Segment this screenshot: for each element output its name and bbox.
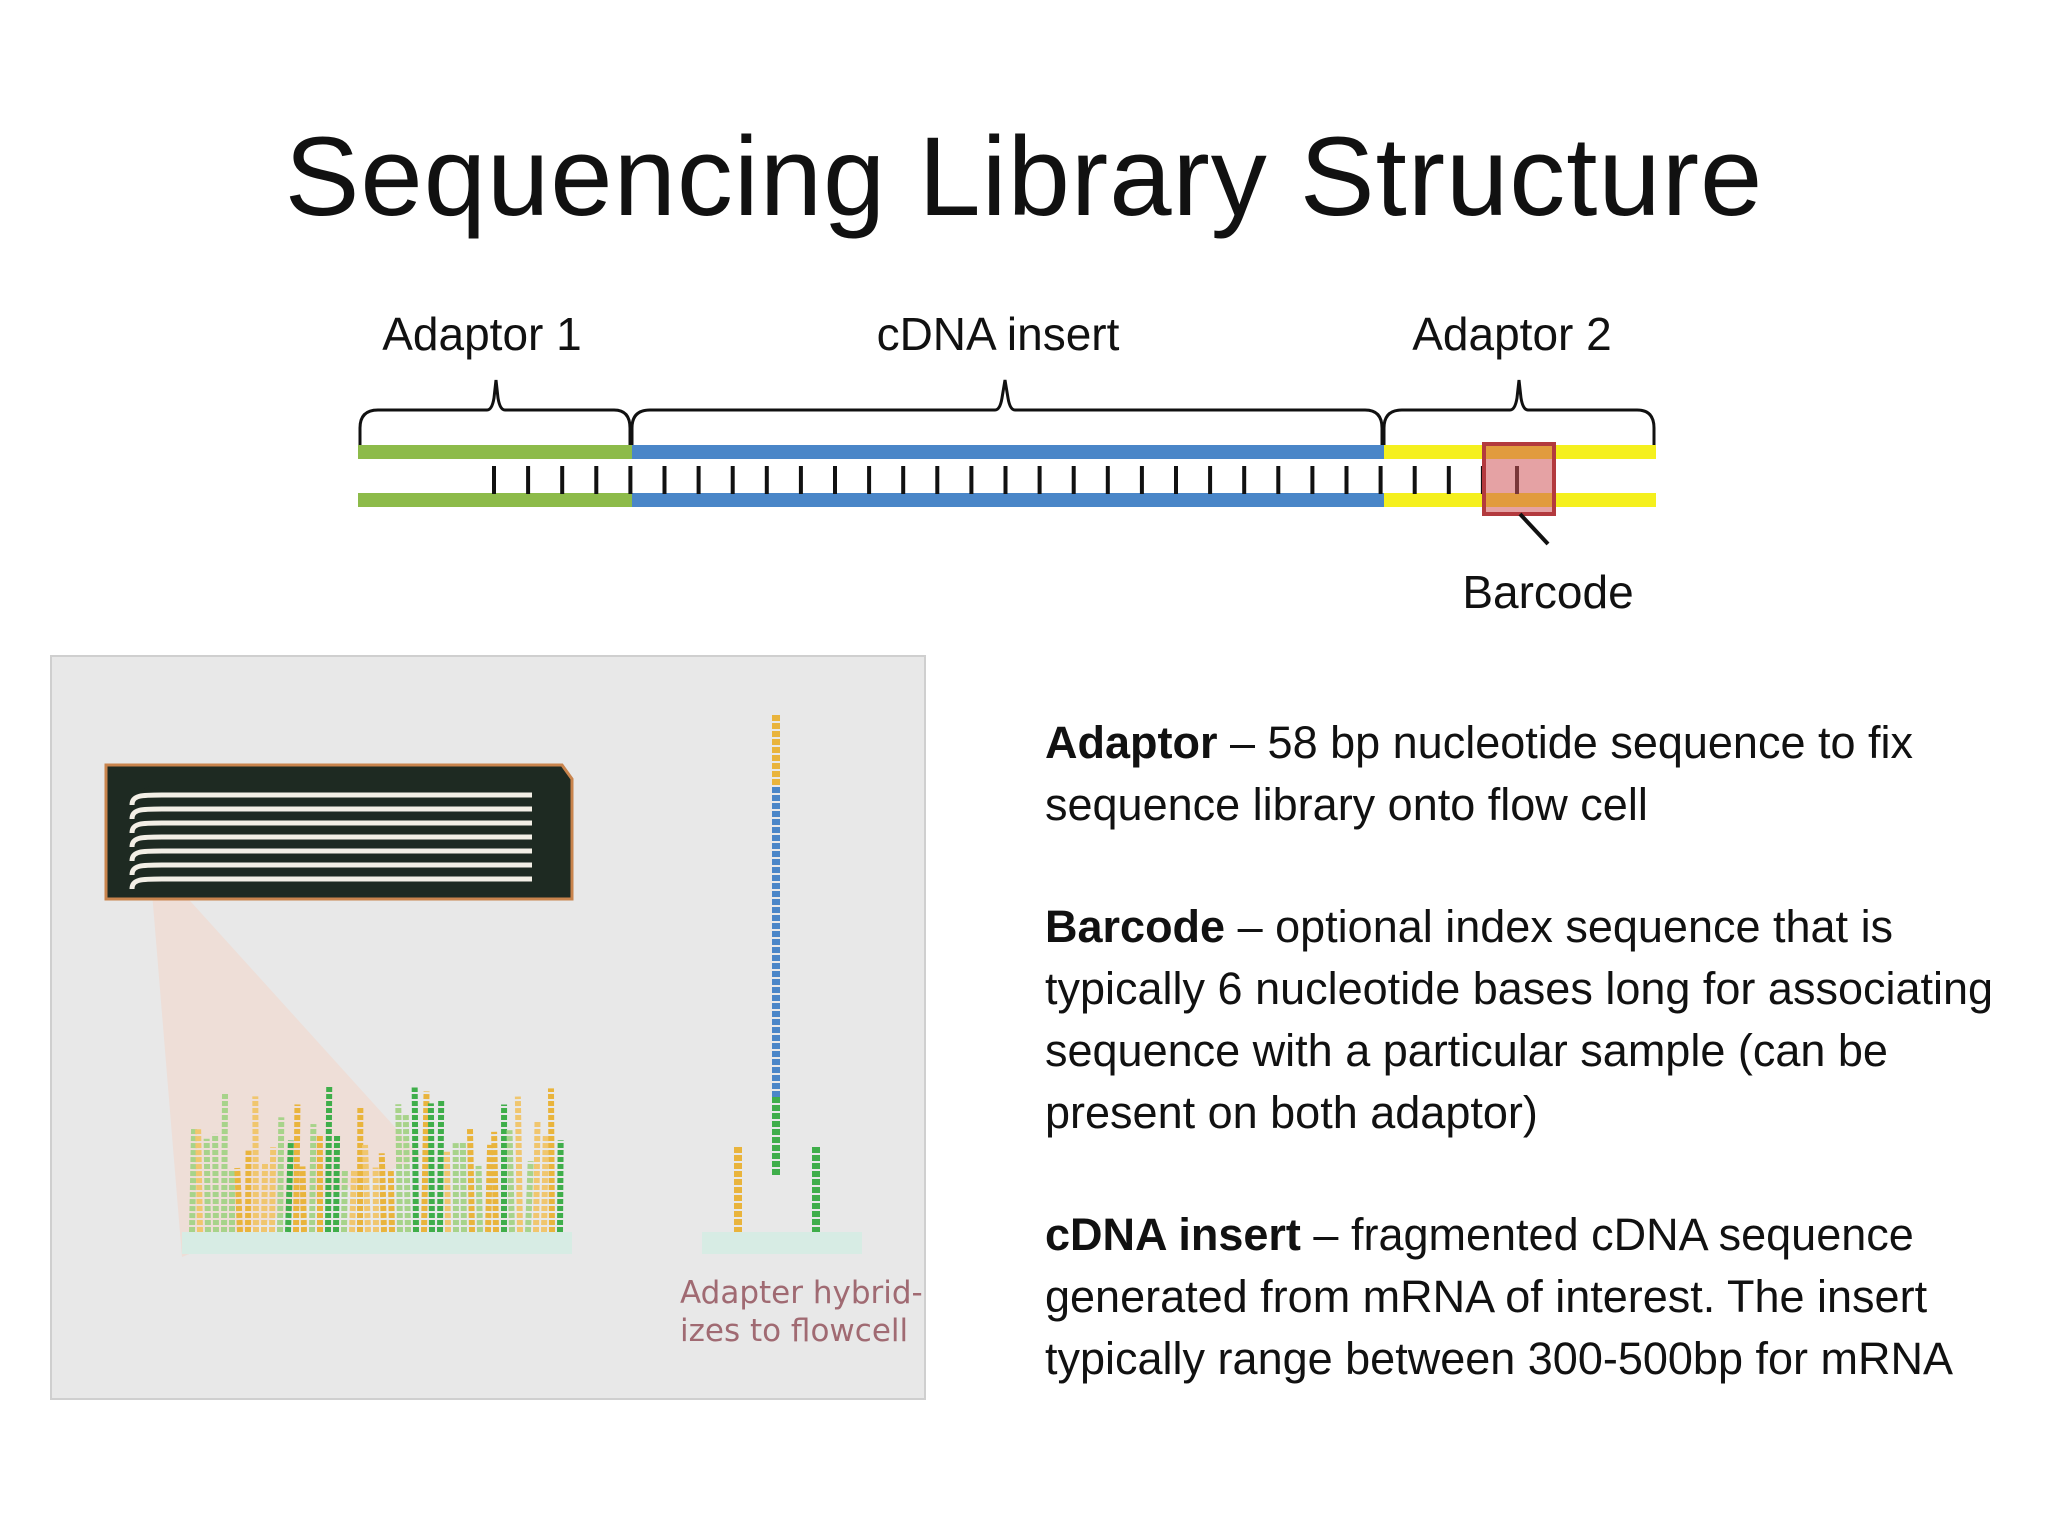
slide-title: Sequencing Library Structure bbox=[284, 114, 1764, 239]
cluster-strand bbox=[547, 1088, 555, 1233]
flowcell-surface bbox=[182, 1232, 572, 1254]
base-pairs bbox=[492, 466, 1519, 494]
cdna-insert-label: cDNA insert bbox=[877, 308, 1120, 360]
adaptor2-label: Adaptor 2 bbox=[1412, 308, 1611, 360]
adaptor1-label: Adaptor 1 bbox=[382, 308, 581, 360]
definition-term: Adaptor bbox=[1045, 717, 1218, 768]
cluster-strand bbox=[189, 1127, 198, 1233]
barcode-pointer bbox=[1518, 512, 1550, 546]
cluster-strand bbox=[437, 1100, 445, 1233]
cluster-strand bbox=[341, 1170, 348, 1233]
cluster-strand bbox=[387, 1169, 395, 1233]
cluster-strand bbox=[427, 1103, 435, 1233]
cluster-strands bbox=[189, 1086, 564, 1233]
cluster-strand bbox=[212, 1133, 219, 1233]
adaptor1-brace bbox=[358, 379, 632, 445]
cluster-strand bbox=[491, 1131, 499, 1233]
cluster-strand bbox=[466, 1127, 475, 1233]
definition-text: optional index sequence that is typicall… bbox=[1045, 901, 1994, 1138]
cluster-strand bbox=[195, 1129, 203, 1233]
cluster-strand bbox=[285, 1140, 294, 1233]
zoom-cone bbox=[152, 892, 422, 1257]
cluster-strand bbox=[252, 1096, 259, 1233]
cluster-strand bbox=[402, 1114, 411, 1233]
cluster-strand bbox=[293, 1104, 301, 1233]
cluster-strand bbox=[525, 1160, 534, 1233]
cluster-strand bbox=[411, 1087, 419, 1233]
cluster-strand bbox=[349, 1168, 358, 1233]
definition-adaptor: Adaptor – 58 bp nucleotide sequence to f… bbox=[1045, 717, 1914, 830]
definition-text: fragmented cDNA sequence generated from … bbox=[1045, 1209, 1953, 1384]
caption-line-2: izes to flowcell bbox=[680, 1313, 909, 1349]
cluster-strand bbox=[299, 1166, 307, 1233]
definition-barcode: Barcode – optional index sequence that i… bbox=[1045, 901, 1994, 1138]
caption-line-1: Adapter hybrid- bbox=[680, 1275, 923, 1311]
strand-bottom-adaptor1 bbox=[358, 493, 632, 507]
flowcell-lane bbox=[129, 876, 532, 890]
flowcell-lane bbox=[129, 806, 532, 820]
adaptor2-brace bbox=[1382, 379, 1656, 445]
cluster-strand bbox=[421, 1091, 430, 1233]
flowcell-chip bbox=[104, 763, 574, 901]
definitions-list: Adaptor – 58 bp nucleotide sequence to f… bbox=[1045, 712, 2005, 1450]
cluster-strand bbox=[221, 1092, 229, 1233]
cluster-strand bbox=[557, 1140, 564, 1233]
cluster-strand bbox=[245, 1150, 252, 1233]
insert-brace bbox=[630, 379, 1384, 445]
flowcell-lane bbox=[129, 820, 532, 834]
cluster-strand bbox=[533, 1121, 541, 1233]
flowcell-lane bbox=[129, 834, 532, 848]
cluster-strand bbox=[475, 1165, 483, 1233]
definition-term: Barcode bbox=[1045, 901, 1226, 952]
definition-cdna-insert: cDNA insert – fragmented cDNA sequence g… bbox=[1045, 1209, 1953, 1384]
cluster-strand bbox=[333, 1135, 341, 1233]
cluster-strand bbox=[506, 1130, 515, 1233]
single-surface bbox=[702, 1232, 862, 1254]
flowcell-lane bbox=[129, 848, 532, 862]
cluster-strand bbox=[261, 1162, 269, 1233]
flowcell-illustration: Adapter hybrid- izes to flowcell bbox=[50, 655, 926, 1400]
hybridized-molecule bbox=[734, 715, 820, 1232]
cluster-strand bbox=[514, 1096, 523, 1233]
flowcell-lane bbox=[129, 862, 532, 876]
cluster-strand bbox=[309, 1124, 317, 1233]
cluster-strand bbox=[325, 1086, 333, 1233]
barcode-label: Barcode bbox=[1462, 566, 1633, 618]
definition-text: 58 bp nucleotide sequence to fix sequenc… bbox=[1045, 717, 1914, 830]
cluster-strand bbox=[234, 1167, 243, 1233]
cluster-strand bbox=[269, 1147, 277, 1233]
cluster-strand bbox=[541, 1134, 549, 1233]
cluster-strand bbox=[485, 1144, 494, 1233]
cluster-strand bbox=[277, 1117, 285, 1233]
strand-top-adaptor1 bbox=[358, 445, 632, 459]
cluster-strand bbox=[378, 1153, 387, 1233]
cluster-strand bbox=[443, 1151, 451, 1233]
library-structure-diagram: Adaptor 1 cDNA insert Adaptor 2 Barcode bbox=[358, 308, 1656, 618]
definition-term: cDNA insert bbox=[1045, 1209, 1301, 1260]
strand-top-insert bbox=[632, 445, 1384, 459]
cluster-strand bbox=[395, 1104, 403, 1233]
cluster-strand bbox=[459, 1142, 467, 1233]
cluster-strand bbox=[362, 1144, 371, 1233]
strand-bottom-insert bbox=[632, 493, 1384, 507]
cluster-strand bbox=[203, 1138, 211, 1233]
flowcell-caption: Adapter hybrid- izes to flowcell bbox=[680, 1274, 924, 1350]
barcode-box bbox=[1482, 442, 1556, 516]
flowcell-lane bbox=[129, 792, 532, 806]
